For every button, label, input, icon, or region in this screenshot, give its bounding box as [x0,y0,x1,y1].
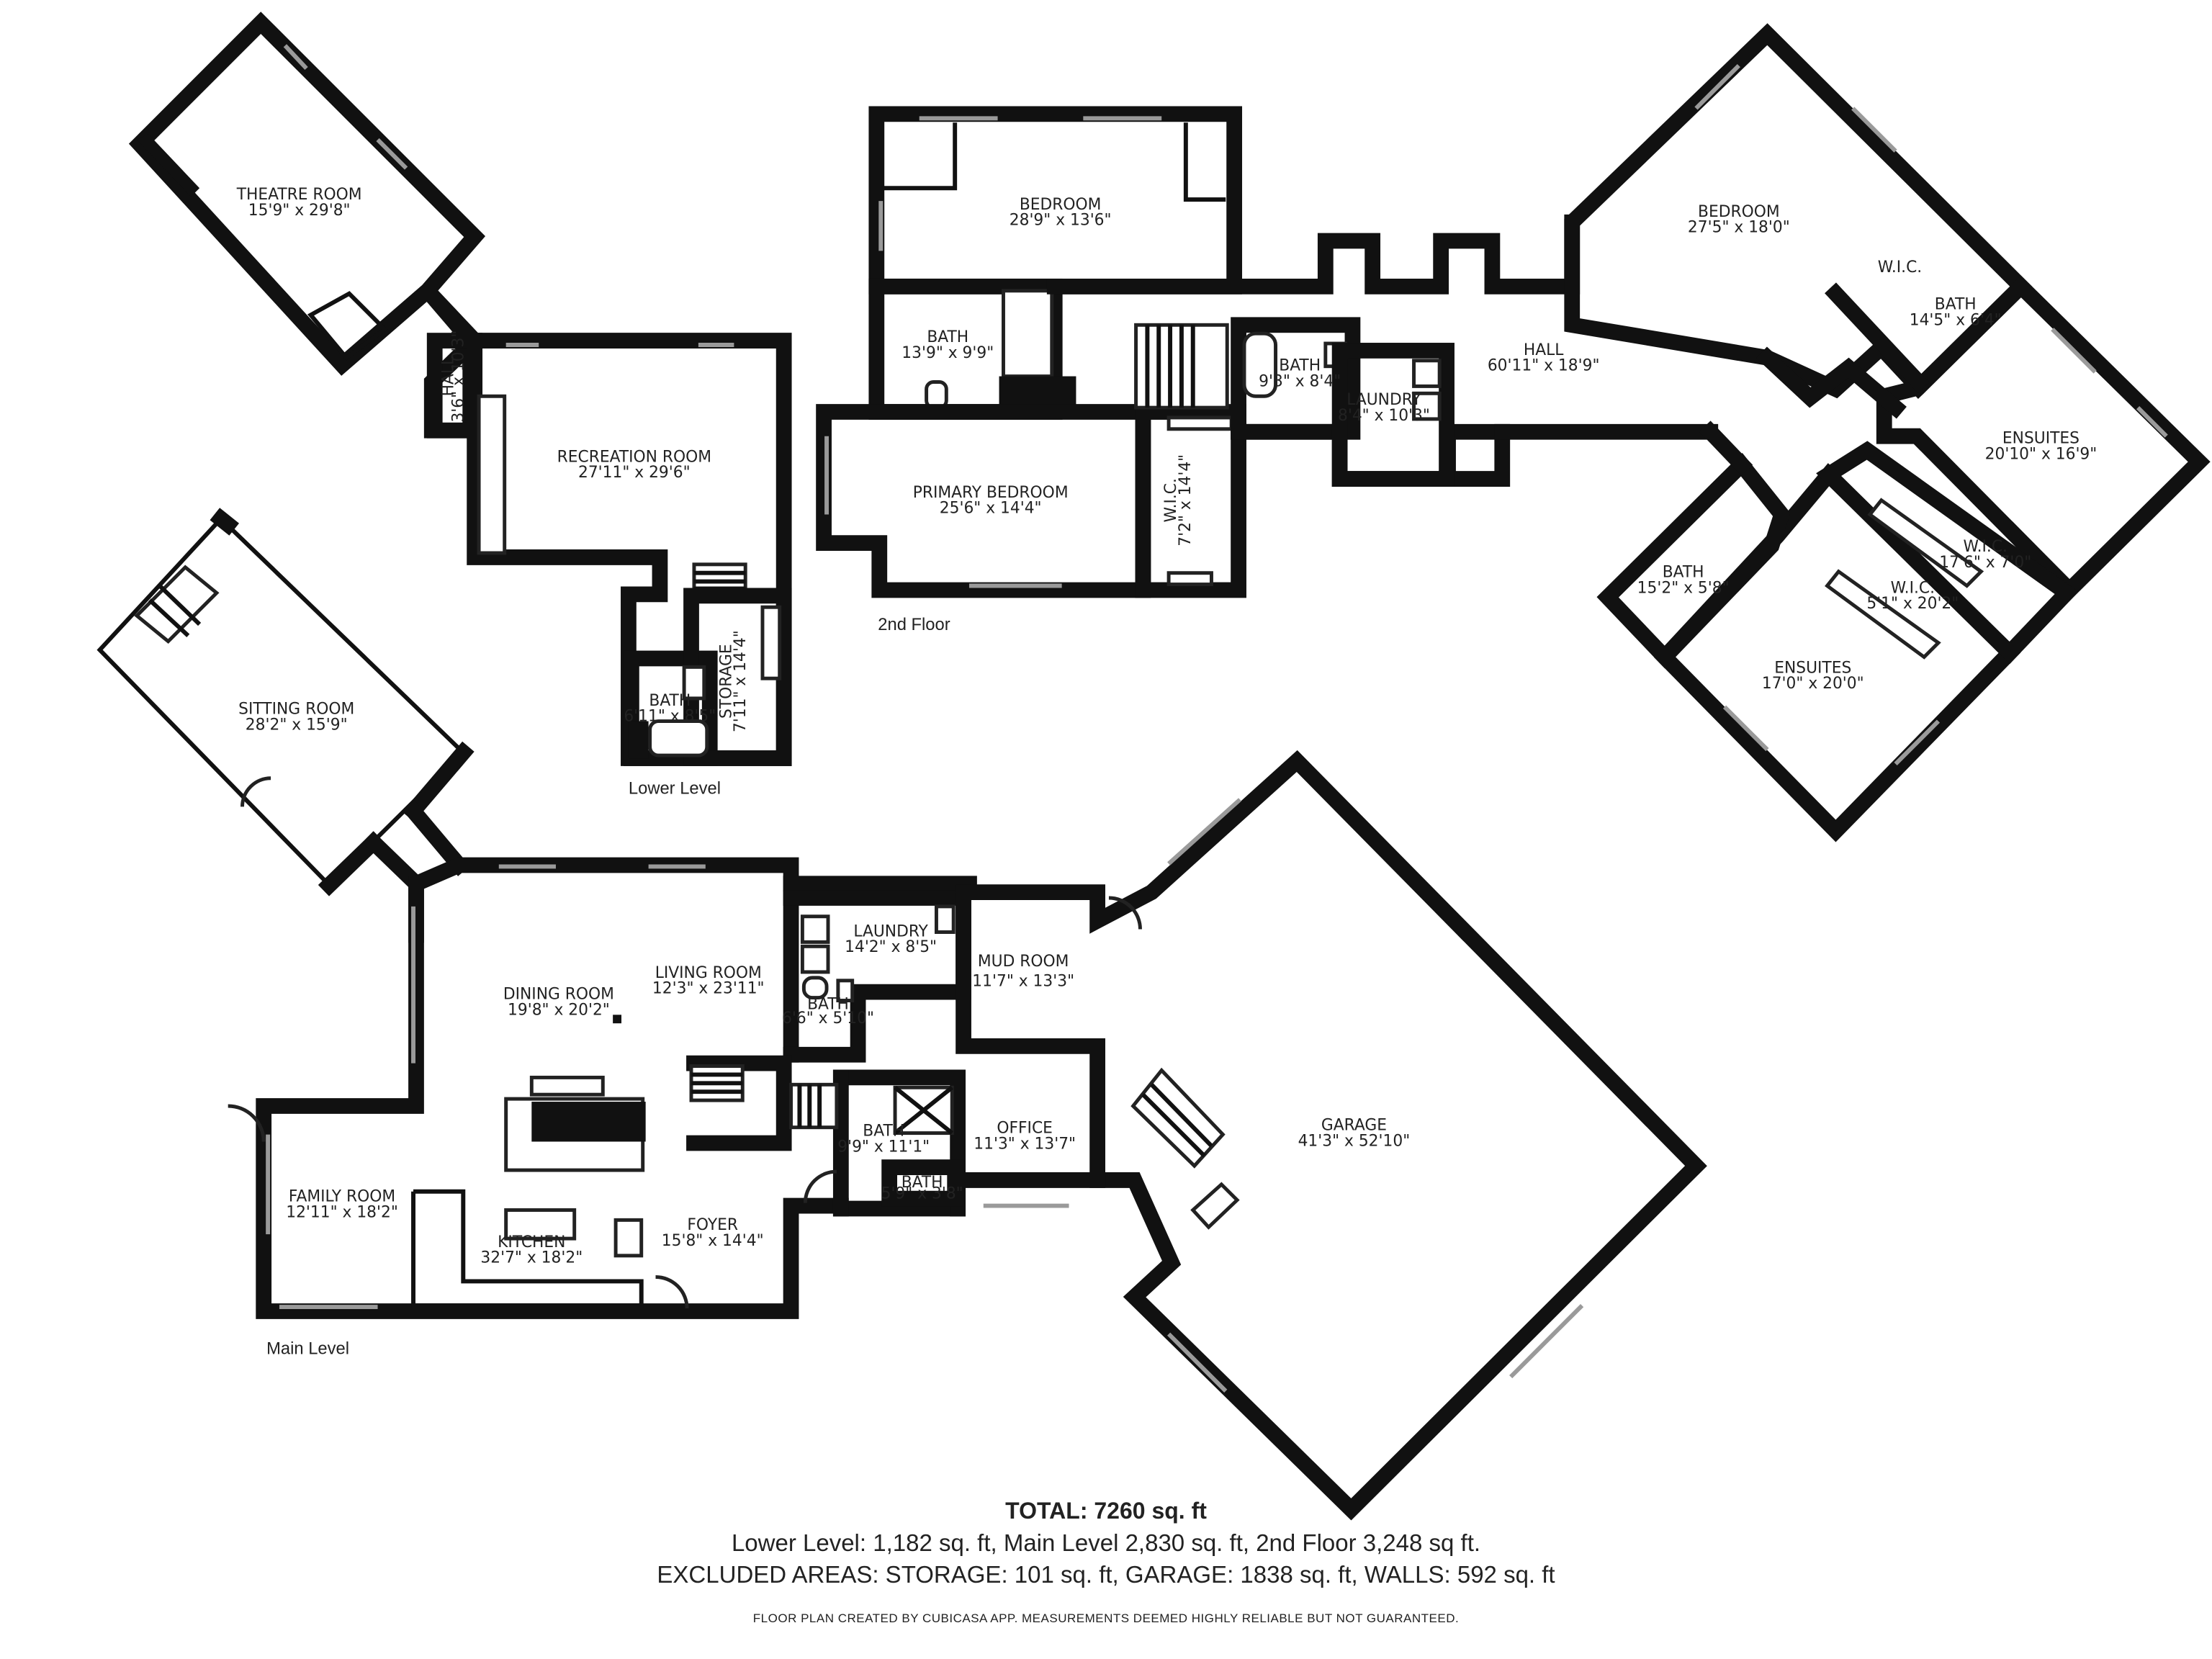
room-dim: 28'9" x 13'6" [1010,212,1112,230]
room-dim: 6'6" x 5'10" [782,1010,874,1028]
bedroom-right-walls [1564,23,2033,400]
room-dim: 3'6" x 10'3" [449,331,467,423]
room-name: BATH [863,1123,904,1141]
hall-2nd-walls [1046,214,1581,295]
room-name: PRIMARY BEDROOM [913,484,1069,502]
room-name: W.I.C. [1162,478,1180,522]
recreation-room-walls [467,333,792,766]
lower-level [128,12,792,766]
room-name: W.I.C. [1964,538,2008,556]
room-dim: 32'7" x 18'2" [480,1249,583,1267]
room-dim: 25'6" x 14'4" [940,500,1042,518]
room-dim: 41'3" x 52'10" [1298,1132,1411,1150]
room-dim: 9'9" x 11'1" [837,1138,930,1156]
room-name: ENSUITES [2002,430,2080,448]
room-dim: 7'2" x 14'4" [1177,454,1195,547]
excluded-areas: EXCLUDED AREAS: STORAGE: 101 sq. ft, GAR… [657,1561,1555,1588]
room-name: BATH [1663,564,1704,582]
room-dim: 11'3" x 13'7" [974,1135,1076,1153]
room-dim: 15'9" x 29'8" [248,202,351,220]
second-floor [816,23,2211,842]
main-level [228,750,1707,1521]
room-name: W.I.C. [1891,579,1935,597]
room-dim: 5'1" x 20'2" [1866,595,1959,613]
room-dim: 13'9" x 9'9" [902,344,994,362]
room-name: ENSUITES [1774,659,1851,677]
level-label-second: 2nd Floor [878,615,950,634]
room-dim: 28'2" x 15'9" [246,716,348,734]
room-dim: 11'7" x 13'3" [972,973,1074,991]
room-name: BATH [807,995,849,1013]
ensuites-upper-walls [1876,275,2211,601]
room-dim: 15'2" x 5'8" [1637,579,1730,597]
room-dim: 14'5" x 6'4" [1910,311,2002,329]
room-dim: 15'8" x 14'4" [662,1232,764,1250]
room-name: HALL [1524,341,1564,359]
room-name: GARAGE [1321,1117,1387,1135]
room-dim: 20'10" x 16'9" [1985,445,2098,463]
room-name: BEDROOM [1020,196,1102,214]
room-name: FAMILY ROOM [289,1188,395,1206]
room-name: SITTING ROOM [238,701,354,719]
room-dim: 12'11" x 18'2" [286,1203,398,1221]
room-name: MUD ROOM [978,953,1069,971]
room-name: BATH [649,692,691,710]
level-areas: Lower Level: 1,182 sq. ft, Main Level 2,… [731,1529,1481,1556]
room-name: LAUNDRY [853,922,928,940]
room-name: LIVING ROOM [655,964,762,982]
room-name: DINING ROOM [503,986,614,1004]
room-labels: THEATRE ROOM 15'9" x 29'8" HALL 3'6" x 1… [236,186,2098,1267]
room-dim: 9'3" x 8'4" [1259,372,1341,390]
sitting-room [96,508,475,943]
room-name: BATH [1279,357,1321,375]
room-dim: 7'11" x 14'4" [732,630,750,732]
disclaimer: FLOOR PLAN CREATED BY CUBICASA APP. MEAS… [752,1611,1460,1625]
room-name: KITCHEN [498,1233,565,1251]
room-dim: 8'4" x 10'3" [1338,407,1430,425]
bath-2nd-walls [1231,317,1361,440]
room-name: W.I.C. [1878,258,1922,276]
room-dim: 27'5" x 18'0" [1688,219,1790,237]
room-dim: 14'2" x 8'5" [845,938,937,956]
room-name: STORAGE [717,644,735,719]
room-name: OFFICE [997,1120,1053,1138]
laundry-2nd-walls [1331,343,1455,487]
bath-lower-walls [623,650,718,766]
room-name: FOYER [687,1216,738,1234]
ensuites-lower-walls [1653,463,2021,842]
theatre-room-walls [128,12,486,439]
room-name: BATH [927,328,968,346]
room-name: RECREATION ROOM [557,448,711,466]
room-name: BATH [902,1174,943,1192]
room-name: HALL [439,356,457,396]
room-dim: 5'9" x 3'8" [881,1185,963,1203]
room-dim: 12'3" x 23'11" [652,980,765,998]
room-dim: 27'11" x 29'6" [578,464,691,482]
room-dim: 17'0" x 20'0" [1762,675,1864,693]
room-name: BEDROOM [1698,203,1780,221]
wic-master-walls [1135,404,1246,598]
total-area: TOTAL: 7260 sq. ft [1005,1498,1207,1524]
room-name: BATH [1935,296,1977,314]
level-label-main: Main Level [266,1339,349,1358]
room-name: LAUNDRY [1346,391,1421,409]
room-dim: 6'11" x 8'5" [624,708,716,726]
level-label-lower: Lower Level [629,779,721,799]
room-dim: 19'8" x 20'2" [508,1001,610,1019]
room-name: THEATRE ROOM [236,186,362,204]
room-dim: 60'11" x 18'9" [1488,357,1600,375]
room-dim: 17'6" x 7'0" [1939,554,2031,572]
